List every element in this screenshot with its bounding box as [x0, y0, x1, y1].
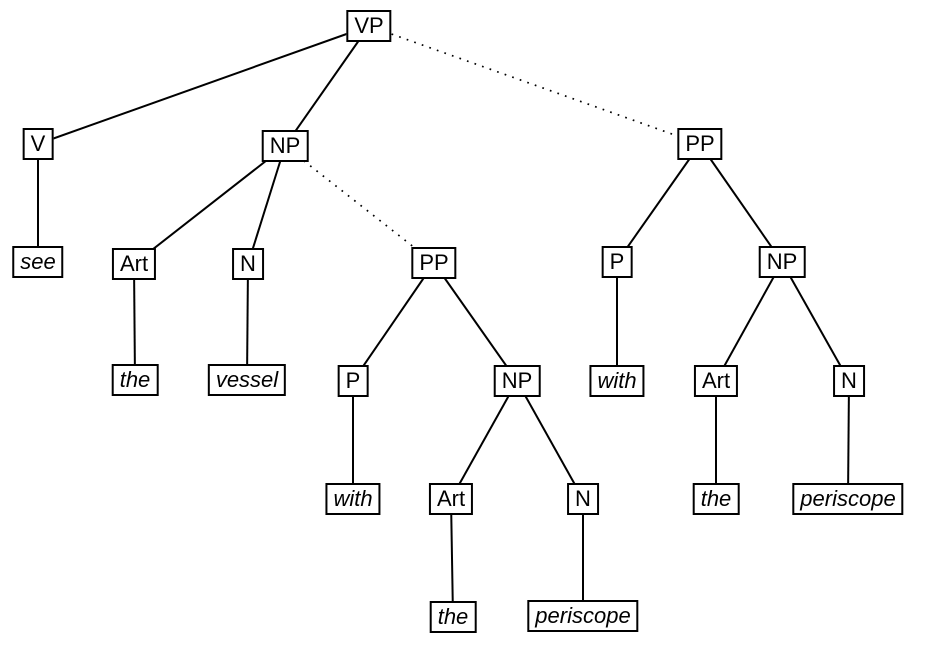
- tree-leaf-with-right: with: [589, 365, 645, 397]
- edge-npmid-art: [450, 380, 518, 500]
- tree-leaf-the-mid: the: [429, 601, 477, 633]
- edge-vp-np: [284, 25, 370, 147]
- tree-node-np: NP: [261, 130, 309, 162]
- tree-node-np-right: NP: [758, 246, 806, 278]
- tree-node-pp-mid: PP: [411, 247, 457, 279]
- edge-n-vessel: [246, 263, 249, 381]
- edge-ppmid-p: [352, 262, 435, 382]
- tree-node-pp-right: PP: [677, 128, 723, 160]
- tree-node-n-mid: N: [567, 483, 599, 515]
- tree-node-art-right: Art: [693, 365, 739, 397]
- tree-leaf-see: see: [12, 246, 64, 278]
- edge-np-art: [133, 145, 286, 265]
- edge-np-ppmid-dotted: [284, 145, 435, 264]
- edge-npright-n: [781, 261, 850, 382]
- tree-node-np-mid: NP: [493, 365, 541, 397]
- edge-np-n: [247, 145, 286, 265]
- tree-node-p-mid: P: [337, 365, 369, 397]
- edge-vp-ppright-dotted: [368, 25, 701, 145]
- tree-node-art-mid: Art: [428, 483, 474, 515]
- tree-node-p-right: P: [601, 246, 633, 278]
- edge-vp-v: [37, 25, 370, 145]
- tree-leaf-periscope-mid: periscope: [527, 600, 639, 632]
- tree-leaf-the-left: the: [111, 364, 159, 396]
- edge-nright-periscope: [847, 380, 850, 500]
- tree-leaf-the-right: the: [692, 483, 740, 515]
- edge-npright-art: [715, 261, 783, 382]
- edge-ppright-np: [699, 143, 783, 263]
- tree-node-v: V: [22, 128, 54, 160]
- edge-artmid-the: [450, 498, 454, 618]
- edge-npmid-n: [516, 380, 584, 500]
- tree-leaf-with-mid: with: [325, 483, 381, 515]
- tree-node-art-left: Art: [111, 248, 157, 280]
- edge-ppmid-np: [433, 262, 518, 382]
- edge-ppright-p: [616, 143, 701, 263]
- tree-node-n-left: N: [232, 248, 264, 280]
- edge-art-the: [133, 263, 136, 381]
- tree-leaf-periscope-right: periscope: [792, 483, 904, 515]
- tree-node-vp: VP: [346, 10, 392, 42]
- tree-leaf-vessel: vessel: [207, 364, 287, 396]
- tree-node-n-right: N: [833, 365, 865, 397]
